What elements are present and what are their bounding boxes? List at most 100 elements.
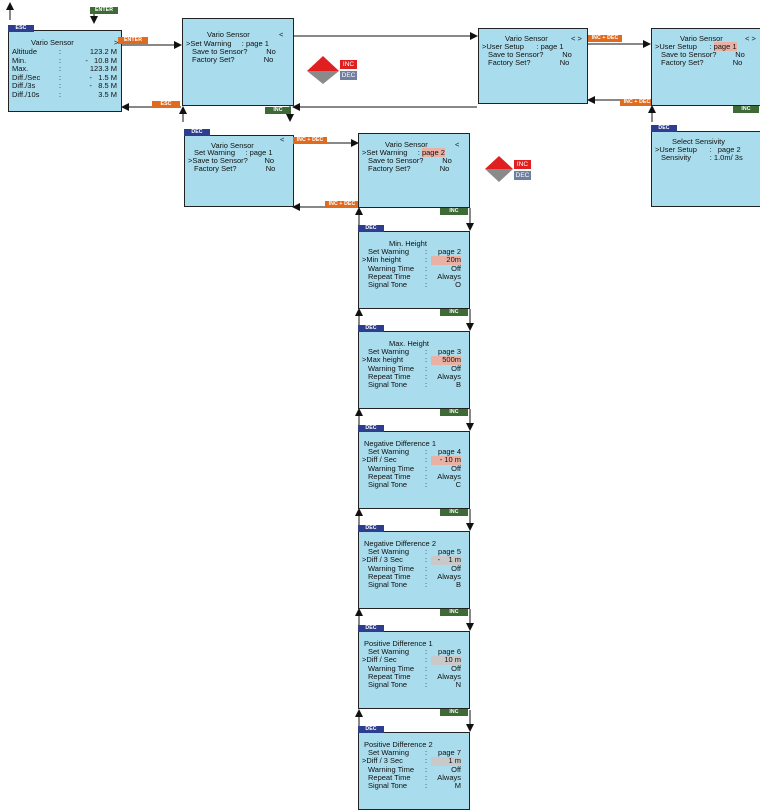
setting-label[interactable]: Set Warning — [368, 447, 409, 456]
inc-dec-key-tag[interactable]: INC + DEC — [588, 35, 622, 42]
setting-value: page 6 — [438, 647, 461, 656]
setting-label[interactable]: Repeat Time — [368, 271, 411, 281]
menu-row[interactable]: Factory Set? No — [661, 58, 743, 67]
inc-key-tag[interactable]: INC — [440, 509, 468, 516]
dec-key-tag[interactable]: DEC — [358, 425, 384, 432]
setting-label[interactable]: Set Warning — [368, 247, 409, 256]
nav-marker: > — [114, 38, 119, 47]
setting-label[interactable]: Signal Tone — [368, 580, 408, 590]
enter-key-tag-2[interactable]: ENTER — [118, 37, 148, 44]
dec-key-tag[interactable]: DEC — [358, 726, 384, 733]
setting-label[interactable]: Repeat Time — [368, 471, 411, 481]
setting-label[interactable]: Warning Time — [368, 764, 414, 774]
separator: : — [425, 547, 428, 556]
setting-value: C — [455, 480, 461, 490]
menu-row[interactable]: >User Setup : page 1 — [655, 42, 737, 51]
inc-key-tag[interactable]: INC — [440, 208, 468, 215]
setting-label[interactable]: Warning Time — [368, 463, 414, 473]
menu-row[interactable]: Factory Set? No — [194, 164, 276, 173]
screen-title: Vario Sensor — [385, 140, 428, 149]
inc-key-tag[interactable]: INC — [440, 709, 468, 716]
setting-label[interactable]: Repeat Time — [368, 671, 411, 681]
esc-key-tag[interactable]: ESC — [8, 25, 34, 32]
setting-label[interactable]: Repeat Time — [368, 571, 411, 581]
menu-row[interactable]: Factory Set? No — [368, 164, 450, 173]
setting-label[interactable]: Warning Time — [368, 263, 414, 273]
inc-key-tag[interactable]: INC — [440, 309, 468, 316]
menu-row[interactable]: >Set Warning : page 1 — [186, 39, 269, 48]
setting-label[interactable]: >Diff / 3 Sec — [362, 756, 403, 766]
dec-key-tag[interactable]: DEC — [358, 625, 384, 632]
setting-label[interactable]: >Min height — [362, 255, 401, 265]
setting-label[interactable]: Repeat Time — [368, 371, 411, 381]
setting-label[interactable]: >Max height — [362, 355, 404, 365]
inc-key-tag[interactable]: INC — [733, 106, 759, 113]
screen-title: Select Sensivity — [672, 137, 725, 146]
setting-value: Off — [451, 463, 461, 473]
legend-dec-label: DEC — [340, 71, 357, 80]
menu-row[interactable]: Sensivity : 1.0m/ 3s — [661, 153, 743, 162]
setting-value: Off — [451, 764, 461, 774]
setting-label[interactable]: Set Warning — [368, 547, 409, 556]
menu-row[interactable]: Save to Sensor? No — [488, 50, 572, 59]
separator: : — [425, 480, 428, 490]
setting-value: Off — [451, 563, 461, 573]
dec-key-tag[interactable]: DEC — [358, 325, 384, 332]
inc-dec-key-tag-3[interactable]: INC + DEC — [293, 137, 327, 144]
dec-key-tag[interactable]: DEC — [184, 129, 210, 136]
inc-key-tag[interactable]: INC — [440, 609, 468, 616]
screen-title: Vario Sensor — [680, 34, 723, 43]
menu-row[interactable]: Factory Set? No — [192, 55, 274, 64]
separator: : — [425, 671, 428, 681]
setting-label[interactable]: >Diff / Sec — [362, 455, 397, 465]
menu-row[interactable]: >Save to Sensor? No — [188, 156, 275, 165]
reading-label: Diff./3s — [12, 81, 36, 91]
setting-value: page 5 — [438, 547, 461, 556]
reading-sep: : — [59, 90, 62, 99]
setting-label[interactable]: Repeat Time — [368, 772, 411, 782]
setting-label[interactable]: Signal Tone — [368, 480, 408, 490]
menu-row[interactable]: Factory Set? No — [488, 58, 570, 67]
dec-key-tag[interactable]: DEC — [651, 125, 677, 132]
setting-label[interactable]: Set Warning — [368, 647, 409, 656]
inc-key-tag[interactable]: INC — [440, 409, 468, 416]
menu-row[interactable]: >Set Warning : page 2 — [362, 148, 445, 157]
menu-row[interactable]: Save to Sensor? No — [192, 47, 276, 56]
setting-label[interactable]: Signal Tone — [368, 680, 408, 690]
reading-label: Max. — [12, 64, 29, 74]
enter-key-tag[interactable]: ENTER — [90, 7, 118, 14]
setting-value: Always — [437, 271, 461, 281]
menu-row[interactable]: Save to Sensor? No — [661, 50, 745, 59]
setting-value: 500m — [431, 356, 461, 365]
reading-val: - 8.5 M — [89, 81, 117, 91]
setting-value: Off — [451, 363, 461, 373]
setting-label[interactable]: Set Warning — [368, 748, 409, 757]
setting-label[interactable]: Signal Tone — [368, 380, 408, 390]
setting-value: Off — [451, 263, 461, 273]
menu-row[interactable]: >User Setup : page 1 — [482, 42, 564, 51]
setting-label[interactable]: Signal Tone — [368, 280, 408, 290]
setting-label[interactable]: Signal Tone — [368, 781, 408, 791]
setting-label[interactable]: Set Warning — [368, 347, 409, 356]
inc-dec-key-tag-2[interactable]: INC + DEC — [620, 99, 654, 106]
inc-key-tag[interactable]: INC — [265, 107, 291, 114]
menu-row[interactable]: Set Warning : page 1 — [194, 148, 273, 157]
dec-key-tag[interactable]: DEC — [358, 225, 384, 232]
screen-title: Min. Height — [389, 239, 427, 248]
setting-label[interactable]: Warning Time — [368, 363, 414, 373]
menu-row[interactable]: >User Setup : page 2 — [655, 145, 741, 154]
separator: : — [425, 748, 428, 757]
menu-row[interactable]: Save to Sensor? No — [368, 156, 452, 165]
setting-label[interactable]: >Diff / 3 Sec — [362, 555, 403, 565]
esc-key-tag-2[interactable]: ESC — [152, 101, 180, 108]
menu-warning-screen: Vario Sensor < >Set Warning : page 1 Sav… — [182, 18, 294, 106]
setting-label[interactable]: Warning Time — [368, 663, 414, 673]
setting-label[interactable]: >Diff / Sec — [362, 655, 397, 665]
setting-value: - 1 m — [431, 556, 461, 565]
dec-key-tag[interactable]: DEC — [358, 525, 384, 532]
setting-label[interactable]: Warning Time — [368, 563, 414, 573]
reading-label: Diff./Sec — [12, 72, 41, 82]
inc-dec-key-tag-4[interactable]: INC + DEC — [325, 201, 359, 208]
